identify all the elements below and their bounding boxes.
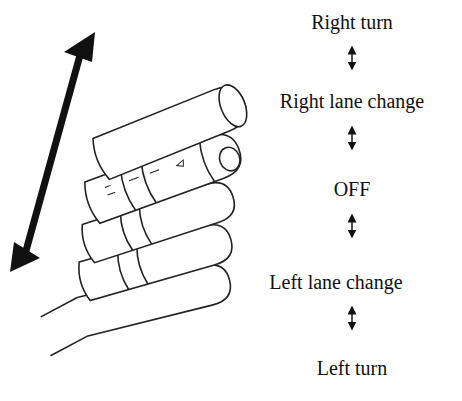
position-label: Right turn	[311, 12, 393, 32]
position-label: OFF	[334, 179, 371, 199]
position-label: Left lane change	[269, 272, 402, 292]
lever-positions	[38, 81, 252, 356]
position-label: Left turn	[317, 358, 388, 378]
position-label: Right lane change	[280, 91, 424, 111]
